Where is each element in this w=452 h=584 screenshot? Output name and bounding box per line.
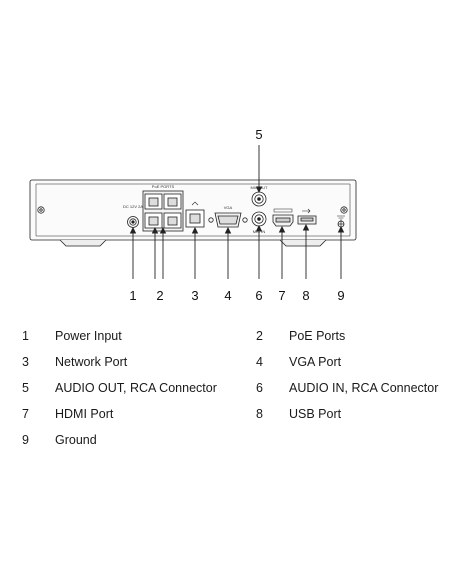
legend-number: 2 — [256, 329, 263, 343]
callout-2: 2 — [156, 288, 163, 303]
vga-port: VGA — [208, 205, 248, 228]
poe-ports: PoE PORTS — [142, 184, 184, 232]
legend-label: VGA Port — [289, 355, 342, 369]
legend-number: 3 — [22, 355, 29, 369]
legend-number: 4 — [256, 355, 263, 369]
callout-5: 5 — [255, 127, 262, 142]
legend-label: AUDIO IN, RCA Connector — [289, 381, 439, 395]
legend-label: PoE Ports — [289, 329, 346, 343]
legend-number: 8 — [256, 407, 263, 421]
callout-9: 9 — [337, 288, 344, 303]
legend-number: 5 — [22, 381, 29, 395]
callout-3: 3 — [191, 288, 198, 303]
legend-label: USB Port — [289, 407, 342, 421]
legend-number: 7 — [22, 407, 29, 421]
callout-1: 1 — [129, 288, 136, 303]
legend-number: 9 — [22, 433, 29, 447]
callout-leaders — [129, 145, 345, 279]
callout-4: 4 — [224, 288, 231, 303]
vga-panel-label: VGA — [224, 205, 233, 210]
legend-label: Network Port — [55, 355, 128, 369]
callout-numbers: 1 2 3 4 5 6 7 8 9 — [129, 127, 344, 303]
power-panel-label: DC 12V 2A — [123, 204, 143, 209]
usb-port — [297, 208, 317, 225]
legend-label: AUDIO OUT, RCA Connector — [55, 381, 217, 395]
callout-8: 8 — [302, 288, 309, 303]
callout-6: 6 — [255, 288, 262, 303]
legend-number: 6 — [256, 381, 263, 395]
hdmi-port — [272, 208, 294, 227]
legend-label: Ground — [55, 433, 97, 447]
callout-7: 7 — [278, 288, 285, 303]
legend-number: 1 — [22, 329, 29, 343]
legend-label: HDMI Port — [55, 407, 114, 421]
legend-label: Power Input — [55, 329, 122, 343]
poe-panel-label: PoE PORTS — [152, 184, 175, 189]
